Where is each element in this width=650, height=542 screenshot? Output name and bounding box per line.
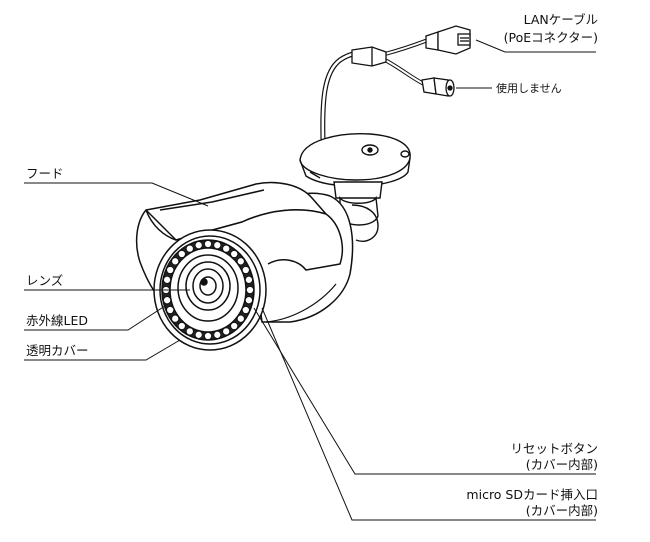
swivel-joint <box>333 181 383 242</box>
sd-slot-label: micro SDカード挿入口 <box>466 487 598 502</box>
ir-led-dot <box>244 275 253 284</box>
ir-led-array <box>161 239 255 341</box>
ir-led-dot <box>236 257 245 266</box>
ir-led-dot <box>163 296 172 305</box>
ir-led-dot <box>194 330 203 339</box>
lens-label: レンズ <box>26 273 64 288</box>
ir-led-dot <box>166 305 175 315</box>
mount-base <box>299 133 411 187</box>
ir-led-dot <box>203 331 213 341</box>
ir-led-dot <box>230 249 239 259</box>
clear-cover-label: 透明カバー <box>26 343 89 358</box>
ir-led-dot <box>171 314 180 323</box>
ir-led-dot <box>213 330 222 339</box>
ir-led-dot <box>163 275 172 284</box>
lan-cable-label: LANケーブル <box>523 12 598 27</box>
lan-connector <box>425 25 471 55</box>
dc-connector <box>421 77 455 97</box>
not-used-label: 使用しません <box>496 82 562 95</box>
reset-button-label: リセットボタン <box>510 441 598 456</box>
ir-led-dot <box>203 239 213 249</box>
ir-led-dot <box>171 257 180 266</box>
leader-lines <box>24 39 596 521</box>
poe-connector-label: (PoEコネクター) <box>503 30 598 45</box>
ir-led-dot <box>222 244 231 253</box>
ir-led-dot <box>236 314 245 323</box>
ir-led-dot <box>230 321 239 331</box>
ir-led-dot <box>177 321 186 331</box>
ir-led-dot <box>185 327 194 336</box>
ir-led-dot <box>185 244 194 253</box>
ir-led-dot <box>177 249 186 259</box>
hood-label: フード <box>26 166 64 181</box>
sd-slot-note: (カバー内部) <box>525 503 598 518</box>
ir-led-dot <box>241 305 250 315</box>
ir-led-dot <box>222 327 231 336</box>
ir-led-dot <box>194 241 203 250</box>
hood-detail-lines <box>265 283 337 323</box>
ir-led-dot <box>213 241 222 250</box>
cable-splitter <box>351 46 387 67</box>
ir-led-dot <box>245 285 255 295</box>
ir-led-label: 赤外線LED <box>26 313 88 328</box>
ir-led-dot <box>244 296 253 305</box>
reset-button-note: (カバー内部) <box>525 457 598 472</box>
ir-led-dot <box>166 265 175 275</box>
ir-led-dot <box>241 265 250 275</box>
